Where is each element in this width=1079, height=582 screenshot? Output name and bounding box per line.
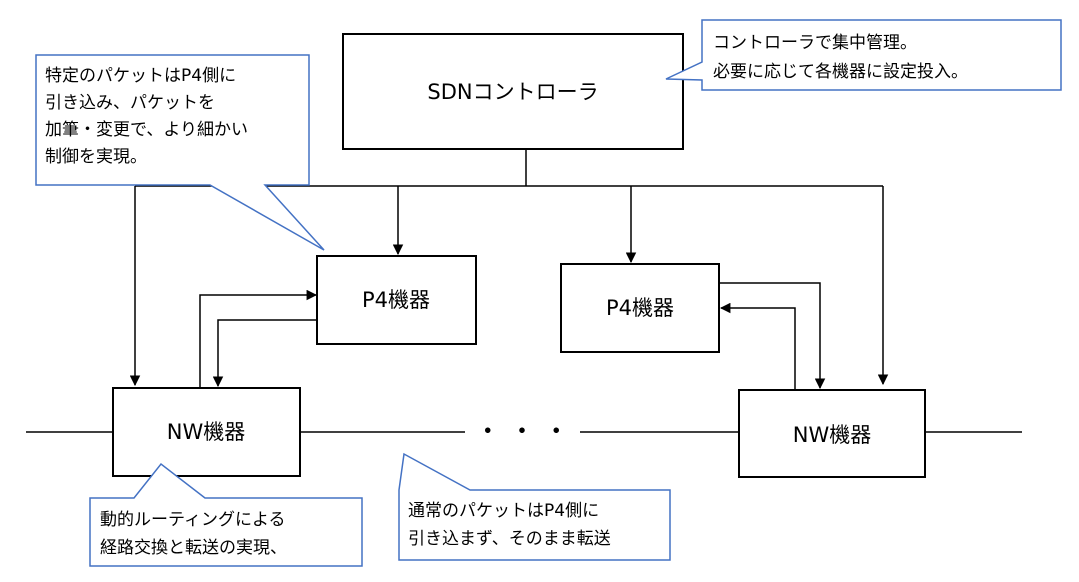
p4-note-line-4: 制御を実現。 <box>45 147 147 167</box>
p4-note-line-2: 引き込み、パケットを <box>45 93 215 113</box>
p4-note-line-3: 加筆・変更で、より細かい <box>45 120 248 140</box>
controller-box: SDNコントローラ <box>342 33 684 150</box>
p4-device-right: P4機器 <box>560 263 720 353</box>
nw-note-line-1: 動的ルーティングによる <box>100 510 285 530</box>
nw-device-left: NW機器 <box>112 387 301 477</box>
left-p4-links <box>199 289 318 388</box>
nw-left-label: NW機器 <box>167 420 245 444</box>
controller-note-line-2: 必要に応じて各機器に設定投入。 <box>713 62 968 82</box>
p4-callout: 特定のパケットはP4側に 引き込み、パケットを 加筆・変更で、より細かい 制御を… <box>35 54 325 251</box>
p4-left-label: P4機器 <box>362 288 430 312</box>
controller-callout: コントローラで集中管理。 必要に応じて各機器に設定投入。 <box>665 19 1062 91</box>
nw-device-right: NW機器 <box>738 389 926 478</box>
p4-note-line-1: 特定のパケットはP4側に <box>45 66 236 86</box>
right-p4-links <box>719 282 826 390</box>
controller-note-line-1: コントローラで集中管理。 <box>713 33 917 53</box>
ellipsis: ・ ・ ・ <box>475 417 570 447</box>
normal-packet-callout: 通常のパケットはP4側に 引き込まず、そのまま転送 <box>398 452 671 561</box>
nw-callout: 動的ルーティングによる 経路交換と転送の実現、 <box>89 462 363 567</box>
nw-right-label: NW機器 <box>793 423 871 447</box>
p4-right-label: P4機器 <box>606 296 674 320</box>
controller-label: SDNコントローラ <box>427 80 598 104</box>
p4-device-left: P4機器 <box>316 255 477 345</box>
nw-note-line-2: 経路交換と転送の実現、 <box>100 538 287 558</box>
normal-note-line-1: 通常のパケットはP4側に <box>408 501 599 521</box>
normal-note-line-2: 引き込まず、そのまま転送 <box>408 529 611 549</box>
